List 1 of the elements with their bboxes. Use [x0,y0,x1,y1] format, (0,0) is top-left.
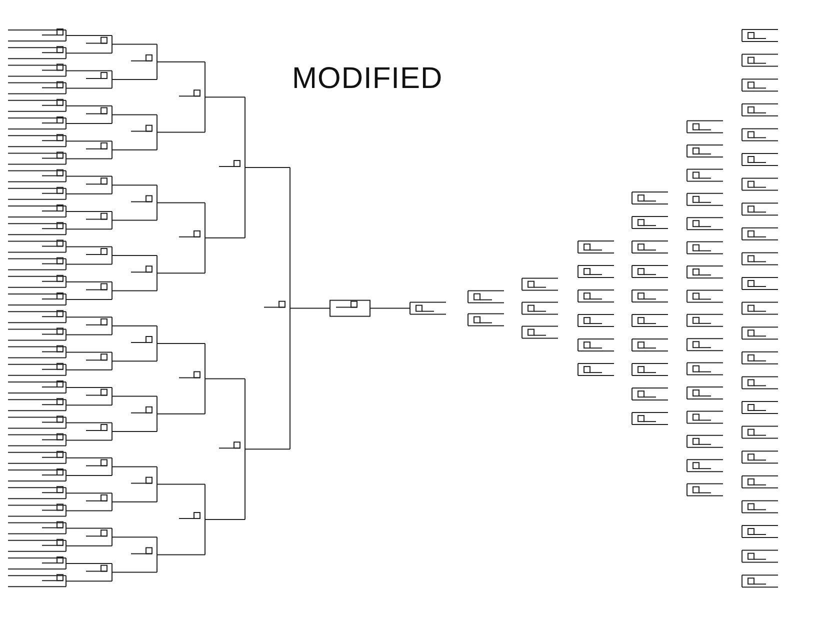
title: MODIFIED [292,62,443,96]
